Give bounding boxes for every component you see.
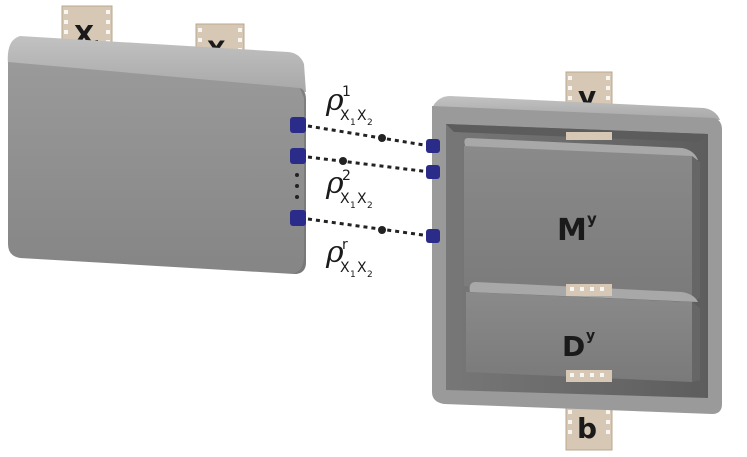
rho-label-r: ρ r X 1 X 2 xyxy=(325,235,373,280)
lower-box-sup: y xyxy=(586,328,595,344)
rho-sub-a: X xyxy=(340,108,350,124)
rho-sub-b: X xyxy=(357,108,367,124)
left-connector-r xyxy=(290,210,306,226)
right-module: y b M y xyxy=(432,71,722,451)
right-connectors xyxy=(426,139,440,243)
left-module: X 1 X 2 xyxy=(7,5,306,274)
film-strip-bottom xyxy=(566,370,612,382)
midpoint-1 xyxy=(378,134,386,142)
ellipsis-dot xyxy=(295,195,299,199)
rho-label-1: ρ 1 X 1 X 2 xyxy=(325,83,373,128)
rho-sub-a: X xyxy=(340,191,350,207)
right-connector-1 xyxy=(426,139,440,153)
rho-sub-b-idx: 2 xyxy=(367,118,373,128)
connection-line-r xyxy=(307,217,431,238)
midpoint-r xyxy=(378,226,386,234)
rho-sub-a-idx: 1 xyxy=(350,201,356,211)
left-connectors xyxy=(290,117,306,226)
lower-box-letter: D xyxy=(562,330,585,363)
rho-sup: 2 xyxy=(342,168,351,184)
rho-sup: r xyxy=(342,237,348,253)
midpoint-2 xyxy=(339,157,347,165)
rho-sub-b: X xyxy=(357,260,367,276)
rho-sub-b-idx: 2 xyxy=(367,270,373,280)
upper-box-sup: y xyxy=(587,210,597,228)
upper-box-letter: M xyxy=(557,213,587,248)
rho-sub-a-idx: 1 xyxy=(350,118,356,128)
rho-symbol: ρ xyxy=(325,235,344,270)
left-module-front xyxy=(8,62,306,274)
rho-sub-b: X xyxy=(357,191,367,207)
rho-sub-a-idx: 1 xyxy=(350,270,356,280)
upper-box-m: M y xyxy=(464,138,700,302)
rho-label-2: ρ 2 X 1 X 2 xyxy=(325,166,373,211)
rho-sub-b-idx: 2 xyxy=(367,201,373,211)
ellipsis-dot xyxy=(295,173,299,177)
left-connector-1 xyxy=(290,117,306,133)
rho-symbol: ρ xyxy=(325,166,344,201)
left-module-top xyxy=(7,36,306,92)
connection-lines xyxy=(307,124,431,238)
output-b-label: b xyxy=(577,412,597,445)
rho-symbol: ρ xyxy=(325,83,344,118)
film-strip-top xyxy=(566,132,612,140)
connection-line-1 xyxy=(307,124,431,148)
ellipsis-dot xyxy=(295,184,299,188)
left-connector-2 xyxy=(290,148,306,164)
right-connector-r xyxy=(426,229,440,243)
right-connector-2 xyxy=(426,165,440,179)
rho-sub-a: X xyxy=(340,260,350,276)
rho-sup: 1 xyxy=(342,84,351,100)
film-strip-middle xyxy=(566,284,612,296)
